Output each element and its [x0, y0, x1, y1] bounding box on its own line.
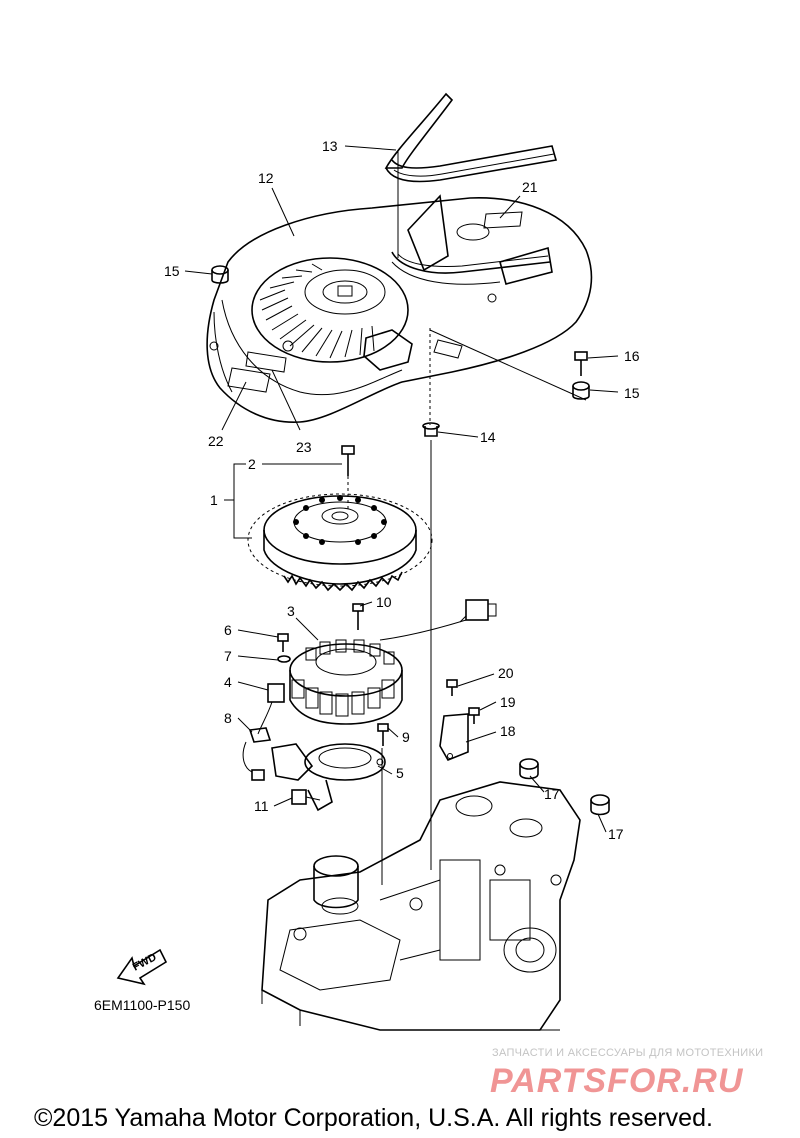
callout-23: 23 [296, 439, 312, 455]
flywheel-cover [206, 194, 593, 423]
callout-2: 2 [248, 456, 256, 472]
bolt [277, 633, 289, 652]
callout-3: 3 [287, 603, 295, 619]
callout-15b: 15 [624, 385, 640, 401]
grommet [590, 794, 610, 816]
callout-5: 5 [396, 765, 404, 781]
pulser-coil [242, 683, 285, 781]
watermark-tagline: ЗАПЧАСТИ И АКСЕССУАРЫ ДЛЯ МОТОТЕХНИКИ [492, 1047, 763, 1059]
bolt [574, 351, 588, 376]
callout-22: 22 [208, 433, 224, 449]
timing-belt [384, 92, 558, 274]
callout-12: 12 [258, 170, 274, 186]
bolt [352, 603, 364, 630]
callout-labels: 1 2 3 4 5 6 7 8 9 10 11 12 13 14 15 15 1… [164, 138, 640, 842]
grommet [572, 381, 590, 400]
callout-20: 20 [498, 665, 514, 681]
callout-17a: 17 [544, 786, 560, 802]
callout-19: 19 [500, 694, 516, 710]
bolt [377, 723, 389, 746]
callout-6: 6 [224, 622, 232, 638]
stator-base-plate [271, 743, 386, 812]
diagram-code: 6EM1100-P150 [94, 997, 190, 1013]
copyright-notice: ©2015 Yamaha Motor Corporation, U.S.A. A… [34, 1104, 713, 1132]
callout-leaders [184, 145, 619, 833]
callout-7: 7 [224, 648, 232, 664]
watermark-logo: PARTSFOR.RU [490, 1062, 744, 1100]
callout-11: 11 [254, 798, 269, 814]
connector [291, 789, 321, 805]
callout-13: 13 [322, 138, 338, 154]
fwd-label: FWD [131, 951, 159, 973]
callout-14: 14 [480, 429, 496, 445]
callout-21: 21 [522, 179, 538, 195]
bracket [439, 679, 480, 762]
callout-10: 10 [376, 594, 392, 610]
callout-16: 16 [624, 348, 640, 364]
callout-4: 4 [224, 674, 232, 690]
washer [277, 655, 291, 663]
flywheel-magneto [247, 493, 433, 592]
grommet [519, 758, 539, 780]
flywheel-bolt [341, 445, 355, 510]
watermark: ЗАПЧАСТИ И АКСЕССУАРЫ ДЛЯ МОТОТЕХНИКИ PA… [490, 1047, 763, 1100]
engine-block [261, 781, 581, 1031]
fwd-arrow-icon: FWD [116, 948, 168, 986]
collar [422, 422, 440, 437]
callout-15a: 15 [164, 263, 180, 279]
grommet [211, 265, 229, 284]
callout-17b: 17 [608, 826, 624, 842]
callout-18: 18 [500, 723, 516, 739]
callout-1: 1 [210, 492, 218, 508]
callout-8: 8 [224, 710, 232, 726]
callout-9: 9 [402, 729, 410, 745]
stator-assembly [289, 599, 497, 725]
